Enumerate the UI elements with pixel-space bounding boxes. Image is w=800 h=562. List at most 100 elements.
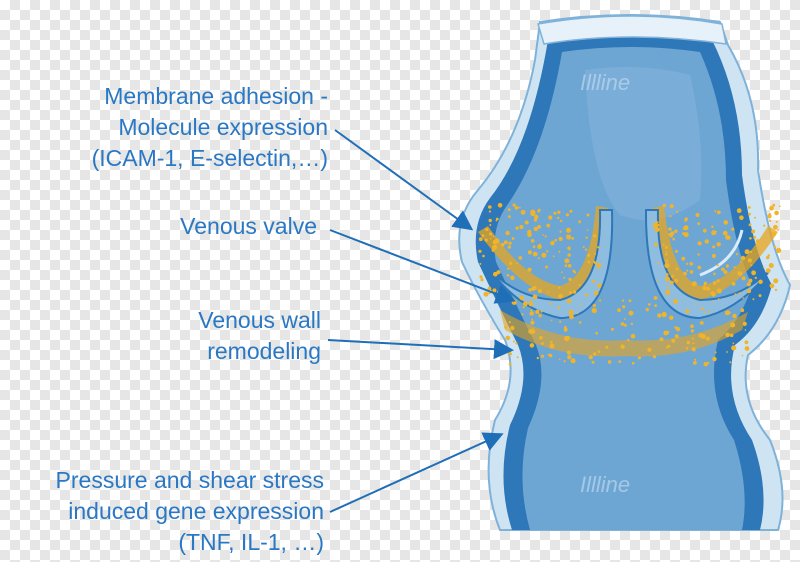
particle-dot — [519, 295, 524, 301]
particle-dot — [572, 269, 575, 272]
particle-dot — [689, 270, 694, 274]
particle-dot — [752, 298, 755, 301]
particle-dot — [676, 210, 679, 213]
particle-dot — [507, 245, 511, 249]
particle-dot — [623, 323, 627, 327]
particle-dot — [569, 209, 573, 213]
particle-dot — [527, 232, 532, 237]
particle-dot — [698, 333, 704, 338]
particle-dot — [683, 232, 689, 238]
particle-dot — [479, 275, 483, 279]
particle-dot — [546, 250, 549, 253]
particle-dot — [630, 333, 636, 339]
particle-dot — [637, 356, 642, 360]
particle-dot — [548, 215, 553, 220]
particle-dot — [654, 242, 658, 247]
particle-dot — [538, 314, 542, 318]
particle-dot — [666, 273, 669, 276]
particle-dot — [733, 266, 736, 269]
particle-dot — [694, 358, 697, 361]
particle-dot — [673, 300, 677, 304]
particle-dot — [706, 286, 711, 291]
particle-dot — [529, 343, 535, 348]
particle-dot — [664, 276, 670, 282]
particle-dot — [518, 206, 521, 209]
particle-dot — [569, 314, 574, 320]
particle-dot — [520, 209, 526, 215]
particle-dot — [567, 253, 571, 257]
particle-dot — [567, 264, 572, 268]
particle-dot — [704, 239, 709, 244]
particle-dot — [618, 360, 622, 363]
particle-dot — [712, 281, 717, 285]
particle-dot — [505, 241, 508, 244]
particle-dot — [553, 211, 557, 215]
particle-dot — [541, 252, 547, 258]
particle-dot — [731, 227, 735, 231]
particle-dot — [510, 275, 515, 281]
particle-dot — [591, 360, 595, 364]
particle-dot — [544, 235, 547, 238]
particle-dot — [592, 260, 596, 263]
particle-dot — [550, 319, 553, 322]
particle-dot — [653, 296, 658, 300]
particle-dot — [532, 294, 538, 300]
particle-dot — [595, 331, 598, 335]
particle-dot — [560, 219, 563, 223]
particle-dot — [497, 203, 503, 208]
particle-dot — [545, 265, 549, 269]
particle-dot — [662, 203, 667, 208]
particle-dot — [500, 243, 505, 247]
particle-dot — [711, 253, 716, 258]
particle-dot — [661, 311, 667, 318]
particle-dot — [507, 267, 510, 270]
particle-dot — [559, 320, 562, 323]
particle-dot — [731, 345, 737, 351]
particle-dot — [648, 303, 651, 306]
particle-dot — [774, 210, 779, 216]
particle-dot — [592, 279, 595, 283]
particle-dot — [691, 281, 697, 287]
particle-dot — [754, 276, 757, 280]
particle-dot — [747, 206, 751, 209]
particle-dot — [775, 220, 778, 223]
particle-dot — [773, 278, 779, 284]
particle-dots — [478, 203, 782, 367]
particle-dot — [748, 223, 752, 227]
particle-dot — [507, 208, 511, 212]
particle-dot — [557, 216, 560, 220]
particle-dot — [558, 250, 561, 253]
leader-arrows — [327, 129, 516, 513]
particle-dot — [689, 262, 693, 266]
particle-dot — [686, 262, 689, 265]
particle-dot — [582, 245, 585, 248]
label-membrane-adhesion: Membrane adhesion - Molecule expression … — [91, 83, 328, 171]
particle-dot — [669, 204, 674, 209]
particle-dot — [532, 245, 536, 248]
particle-dot — [538, 243, 541, 246]
particle-dot — [732, 313, 737, 319]
particle-dot — [652, 355, 657, 359]
particle-dot — [508, 215, 511, 219]
particle-dot — [532, 251, 538, 257]
particle-dot — [519, 224, 524, 230]
particle-dot — [725, 234, 730, 240]
particle-dot — [723, 270, 728, 275]
particle-dot — [585, 236, 588, 239]
particle-dot — [492, 244, 497, 250]
particle-dot — [669, 315, 674, 320]
particle-dot — [662, 243, 665, 246]
particle-dot — [654, 227, 660, 233]
particle-dot — [515, 342, 518, 345]
particle-dot — [628, 299, 632, 303]
particle-dot — [622, 299, 625, 302]
particle-dot — [533, 226, 538, 232]
particle-dot — [685, 309, 690, 314]
particle-dot — [725, 264, 730, 268]
particle-dot — [744, 340, 749, 345]
particle-dot — [512, 340, 515, 343]
particle-dot — [697, 253, 700, 256]
particle-dot — [674, 278, 679, 283]
particle-dot — [568, 309, 574, 315]
arrow-valve — [329, 229, 516, 304]
